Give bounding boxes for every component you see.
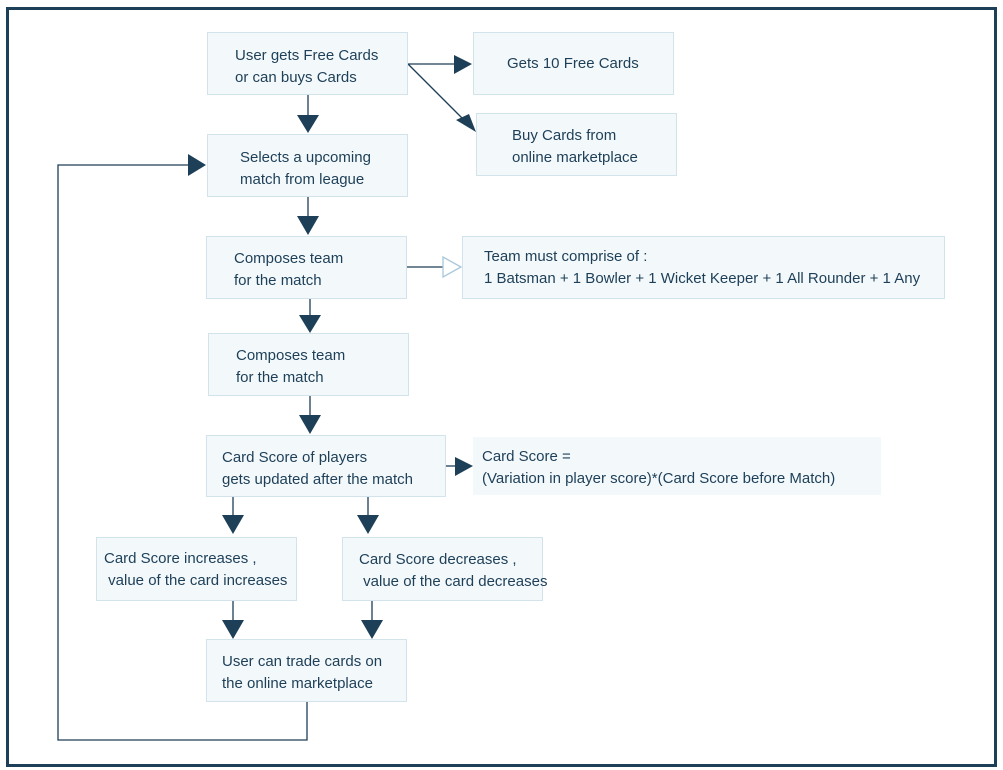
node-score-increase: Card Score increases , value of the card…: [96, 537, 297, 601]
node-trade: User can trade cards on the online marke…: [206, 639, 407, 702]
node-free-cards: Gets 10 Free Cards: [473, 32, 674, 95]
node-score-decrease: Card Score decreases , value of the card…: [342, 537, 547, 601]
node-score-formula: Card Score = (Variation in player score)…: [473, 437, 881, 495]
node-buy-cards: Buy Cards from online marketplace: [476, 113, 677, 176]
diagram-border: [6, 7, 997, 767]
node-select-match: Selects a upcoming match from league: [207, 134, 408, 197]
node-compose-team-1: Composes team for the match: [206, 236, 407, 299]
node-compose-team-2: Composes team for the match: [208, 333, 409, 396]
node-team-rule: Team must comprise of : 1 Batsman + 1 Bo…: [462, 236, 945, 299]
node-score-update: Card Score of players gets updated after…: [206, 435, 446, 497]
node-start: User gets Free Cards or can buys Cards: [207, 32, 408, 95]
